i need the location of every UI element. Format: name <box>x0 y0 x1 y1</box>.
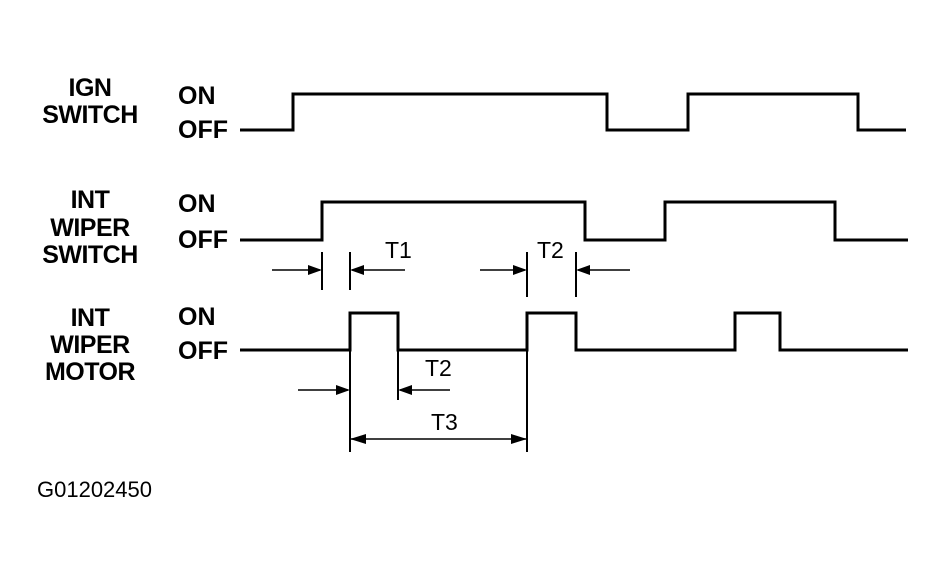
t3-label: T3 <box>431 409 458 435</box>
motor-waveform <box>240 311 908 352</box>
switch-label-line-1: INT <box>71 186 110 214</box>
ign-on-label: ON <box>178 82 216 110</box>
ign-label-line-2: SWITCH <box>42 101 138 129</box>
switch-label-line-2: WIPER <box>50 214 130 242</box>
switch-waveform <box>240 200 908 242</box>
t2-motor-dimension: T2 <box>298 350 452 452</box>
t1-arrow-left <box>308 265 322 275</box>
ign-waveform <box>240 92 906 132</box>
motor-off-label: OFF <box>178 337 228 365</box>
t2-switch-dimension: T2 <box>480 237 630 297</box>
t2-motor-arrow-left <box>336 385 350 395</box>
t1-label: T1 <box>385 237 412 263</box>
t2-switch-arrow-right <box>576 265 590 275</box>
t2-switch-arrow-left <box>513 265 527 275</box>
t2-switch-label: T2 <box>537 237 564 263</box>
motor-label-line-2: WIPER <box>50 331 130 359</box>
t3-arrow-left <box>350 434 366 444</box>
t3-arrow-right <box>511 434 527 444</box>
t2-motor-label: T2 <box>425 355 452 381</box>
int-wiper-switch-row: INT WIPER SWITCH ON OFF <box>42 186 908 269</box>
ign-off-label: OFF <box>178 116 228 144</box>
t3-dimension: T3 <box>350 350 528 452</box>
switch-label-line-3: SWITCH <box>42 241 138 269</box>
t2-motor-arrow-right <box>398 385 412 395</box>
motor-label-line-3: MOTOR <box>45 358 136 386</box>
ign-switch-row: IGN SWITCH ON OFF <box>42 74 906 144</box>
int-wiper-motor-row: INT WIPER MOTOR ON OFF <box>45 303 908 386</box>
motor-on-label: ON <box>178 303 216 331</box>
switch-off-label: OFF <box>178 226 228 254</box>
figure-code: G01202450 <box>37 477 152 502</box>
switch-on-label: ON <box>178 190 216 218</box>
t1-dimension: T1 <box>272 237 412 290</box>
ign-label-line-1: IGN <box>69 74 112 102</box>
t1-arrow-right <box>350 265 364 275</box>
motor-label-line-1: INT <box>71 304 110 332</box>
